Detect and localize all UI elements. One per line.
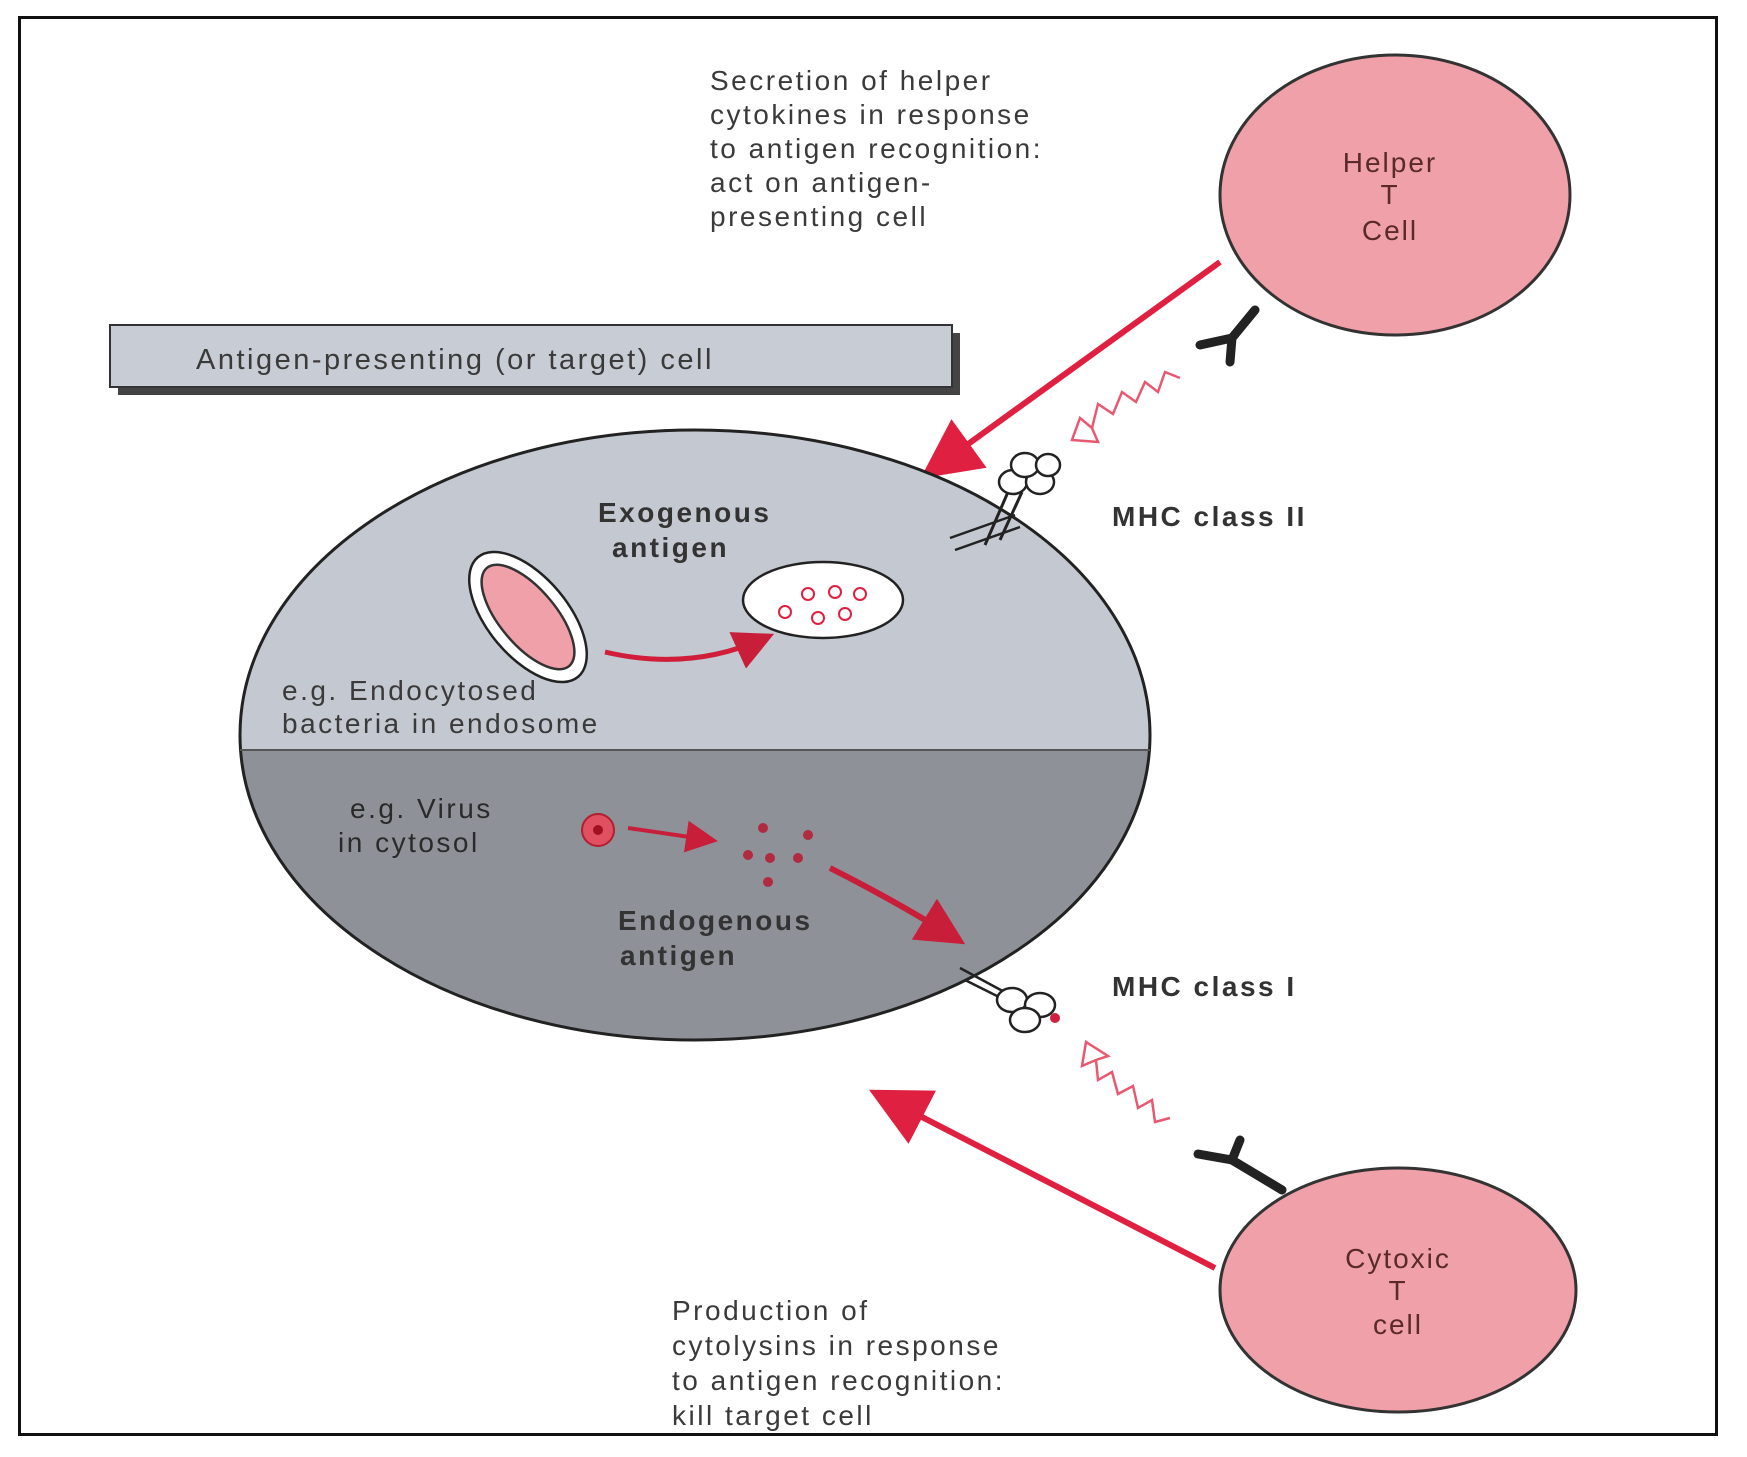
helper-caption: Secretion of helper cytokines in respons…: [710, 65, 1043, 232]
helper-cell-label-3: Cell: [1362, 215, 1418, 246]
endocytosed-label-line-1: e.g. Endocytosed: [282, 675, 538, 706]
bacterium-icon: [467, 550, 589, 684]
cytotoxic-caption-line-1: Production of: [672, 1295, 870, 1326]
cytotoxic-signal-squiggle-icon: [1080, 1039, 1171, 1124]
helper-cell-label-2: T: [1380, 179, 1399, 210]
helper-secretion-arrow: [920, 259, 1222, 479]
helper-caption-line-1: Secretion of helper: [710, 65, 993, 96]
cytolysin-arrow: [868, 1089, 1217, 1271]
cytotoxic-cell-label-3: cell: [1373, 1309, 1423, 1340]
antigen-fragments: [743, 823, 813, 887]
helper-caption-line-5: presenting cell: [710, 201, 928, 232]
endosome-icon: [741, 560, 905, 640]
helper-cell-label-1: Helper: [1343, 147, 1437, 178]
virus-icon: [581, 813, 615, 847]
mhc-class-ii-molecule-icon: [949, 451, 1062, 552]
apc-banner-label: Antigen-presenting (or target) cell: [196, 344, 714, 376]
virus-processing-arrow: [627, 820, 718, 853]
mhc-class-i-label: MHC class I: [1112, 971, 1297, 1002]
mhc-class-ii-label: MHC class II: [1112, 501, 1307, 532]
apc-banner: Antigen-presenting (or target) cell: [109, 324, 960, 395]
exogenous-label-line-2: antigen: [612, 532, 729, 563]
exogenous-label-line-1: Exogenous: [598, 497, 771, 528]
cytotoxic-caption-line-2: cytolysins in response: [672, 1330, 1001, 1361]
helper-caption-line-4: act on antigen-: [710, 167, 933, 198]
endocytosis-arrow: [604, 632, 775, 669]
cytotoxic-caption-line-4: kill target cell: [672, 1400, 874, 1431]
helper-caption-line-2: cytokines in response: [710, 99, 1032, 130]
mhc-class-i-molecule-icon: [959, 966, 1060, 1034]
cytotoxic-receptor-icon: [1193, 1135, 1287, 1195]
cytotoxic-caption-line-3: to antigen recognition:: [672, 1365, 1005, 1396]
helper-receptor-icon: [1195, 305, 1260, 367]
presentation-arrow: [828, 865, 966, 945]
virus-label-line-2: in cytosol: [338, 827, 480, 858]
cytotoxic-t-cell: Cytoxic T cell: [1218, 1166, 1578, 1414]
endogenous-label-line-1: Endogenous: [618, 905, 813, 936]
endogenous-label-line-2: antigen: [620, 940, 737, 971]
helper-caption-line-3: to antigen recognition:: [710, 133, 1043, 164]
cytotoxic-cell-label-1: Cytoxic: [1345, 1243, 1451, 1274]
helper-t-cell: Helper T Cell: [1218, 53, 1572, 337]
virus-label-line-1: e.g. Virus: [350, 793, 493, 824]
cytotoxic-caption: Production of cytolysins in response to …: [672, 1295, 1005, 1431]
diagram-frame: [18, 16, 1718, 1436]
endocytosed-label-line-2: bacteria in endosome: [282, 708, 600, 739]
cytotoxic-cell-label-2: T: [1388, 1275, 1407, 1306]
helper-signal-squiggle-icon: [1070, 370, 1181, 444]
